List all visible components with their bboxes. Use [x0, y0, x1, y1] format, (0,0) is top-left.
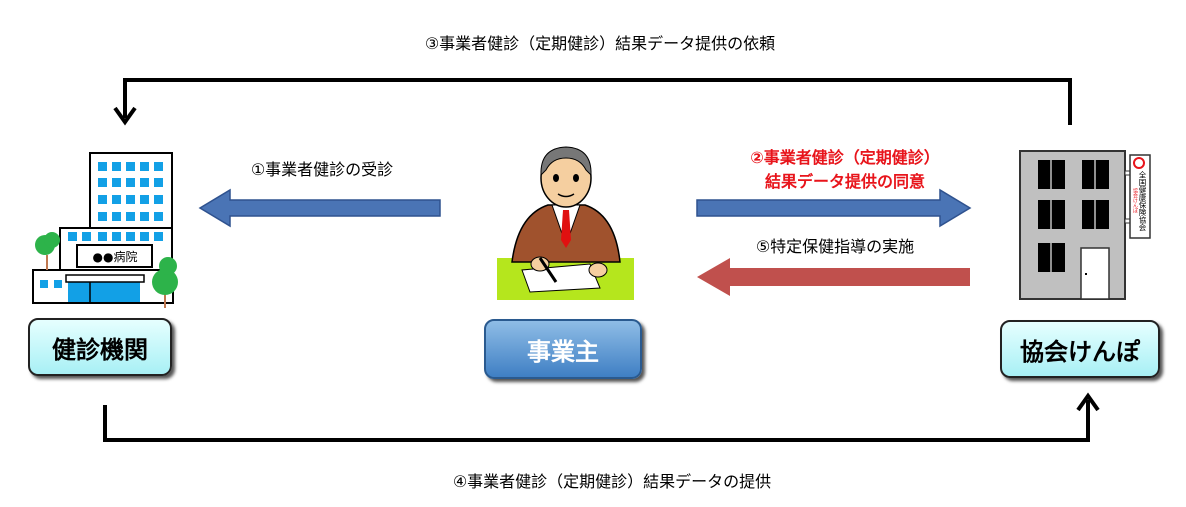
provide-arrowhead [1076, 392, 1100, 412]
guidance-arrow [697, 258, 970, 296]
step2-consent-label-line2: 結果データ提供の同意 [764, 172, 926, 191]
step4-provide-label: ④事業者健診（定期健診）結果データの提供 [452, 472, 772, 491]
kyokai-building-illustration [1019, 150, 1151, 300]
kyokai-node: 協会けんぽ [1000, 320, 1160, 378]
request-arrow [123, 78, 1072, 125]
step3-request-label: ③事業者健診（定期健診）結果データ提供の依頼 [424, 34, 776, 53]
kyokai-sign-subtext: 協会けんぽ [1132, 188, 1138, 213]
kyokai-sign-text: 全国健康保険協会 [1138, 171, 1147, 231]
request-arrowhead [113, 106, 137, 126]
step1-checkup-label: ①事業者健診の受診 [250, 160, 394, 179]
hospital-node: 健診機関 [28, 318, 172, 376]
employer-illustration [497, 146, 634, 300]
checkup-arrow [198, 188, 441, 228]
step5-guidance-label: ⑤特定保健指導の実施 [755, 237, 915, 256]
consent-arrow [696, 188, 972, 228]
hospital-illustration [32, 152, 178, 308]
hospital-sign: ●●病院 [92, 250, 138, 264]
step2-consent-label-line1: ②事業者健診（定期健診） [750, 148, 940, 167]
employer-node: 事業主 [484, 319, 642, 379]
provide-arrow [103, 400, 1090, 442]
